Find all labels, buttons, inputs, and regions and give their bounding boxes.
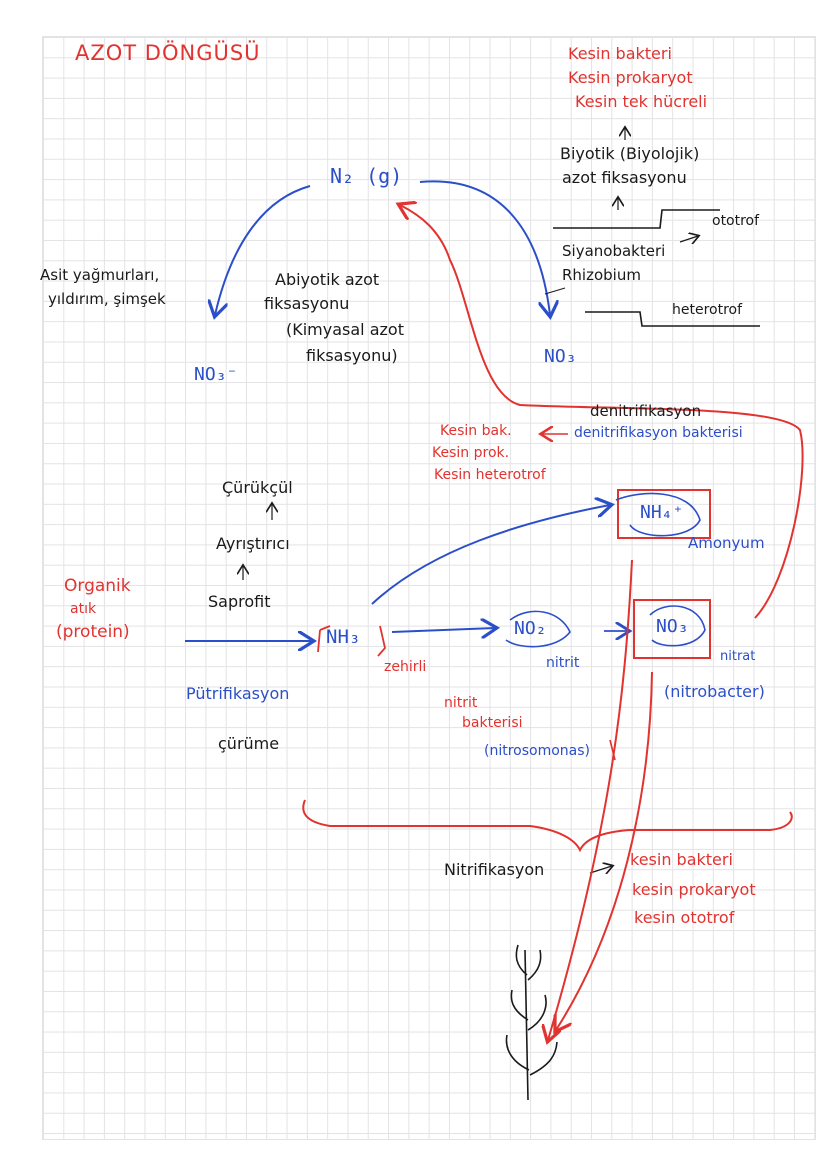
saprofit-label: Saprofit: [208, 592, 271, 611]
ototrof-label: ototrof: [712, 213, 760, 229]
arrow-nh3-to-no2: [391, 628, 495, 632]
nitrobacter-label: (nitrobacter): [664, 682, 765, 701]
curukcul-label: Çürükçül: [222, 478, 293, 497]
no2-label: NO₂: [514, 618, 547, 639]
biyotik-label-1: Biyotik (Biyolojik): [560, 144, 700, 163]
abiyotik-label-4: fiksasyonu): [306, 346, 398, 365]
no3-nitrat-label: NO₃: [656, 616, 689, 637]
top-right-note-3: Kesin tek hücreli: [575, 92, 708, 111]
organik-label-2: atık: [70, 601, 97, 617]
top-right-note-1: Kesin bakteri: [568, 44, 672, 63]
nitrification-brace: [302, 799, 793, 853]
nitrosomonas-label: (nitrosomonas): [484, 743, 590, 759]
asit-label-2: yıldırım, şimşek: [48, 290, 166, 308]
arrow-n2-to-abiotic: [215, 185, 311, 315]
nh3-label: NH₃: [326, 626, 361, 648]
abiyotik-label-1: Abiyotik azot: [275, 270, 380, 289]
curume-label: çürüme: [218, 734, 280, 753]
grid-paper-background: [42, 36, 816, 1140]
page-title: AZOT DÖNGÜSÜ: [75, 41, 261, 65]
asit-label-1: Asit yağmurları,: [40, 266, 160, 284]
denit-note-3: Kesin heterotrof: [434, 467, 546, 483]
denit-note-1: Kesin bak.: [440, 423, 512, 439]
nitrat-label: nitrat: [720, 649, 756, 664]
amonyum-label: Amonyum: [688, 534, 765, 552]
zehirli-label: zehirli: [384, 659, 427, 675]
denitrifikasyon-bakterisi-label: denitrifikasyon bakterisi: [574, 425, 743, 441]
denit-note-2: Kesin prok.: [432, 445, 510, 461]
organik-label-1: Organik: [64, 576, 131, 596]
arrow-denitrification-return: [400, 205, 804, 619]
putrifikasyon-label: Pütrifikasyon: [186, 684, 290, 703]
nitrit-bakterisi-label-1: nitrit: [444, 695, 478, 711]
arrow-n2-to-biotic: [419, 180, 550, 315]
plant-drawing: [505, 944, 558, 1101]
arrow-nh3-to-nh4: [371, 505, 610, 605]
no3-left-label: NO₃⁻: [194, 364, 238, 385]
denitrifikasyon-label: denitrifikasyon: [590, 402, 702, 420]
heterotrof-label: heterotrof: [672, 302, 743, 318]
abiyotik-label-2: fiksasyonu: [264, 294, 350, 313]
nitrif-note-3: kesin ototrof: [634, 908, 735, 927]
siyanobakteri-label: Siyanobakteri: [562, 242, 666, 260]
n2-gas-label: N₂ (g): [330, 164, 403, 188]
nitrifikasyon-label: Nitrifikasyon: [444, 860, 545, 879]
nitrif-note-1: kesin bakteri: [630, 850, 733, 869]
nitrif-note-2: kesin prokaryot: [632, 880, 756, 899]
nitrit-label: nitrit: [546, 655, 580, 671]
rhizobium-label: Rhizobium: [562, 266, 641, 284]
top-right-note-2: Kesin prokaryot: [568, 68, 693, 87]
nh4-label: NH₄⁺: [640, 502, 684, 523]
no3-right-label: NO₃: [544, 346, 577, 367]
biyotik-label-2: azot fiksasyonu: [562, 168, 687, 187]
abiyotik-label-3: (Kimyasal azot: [286, 320, 404, 339]
nitrit-bakterisi-label-2: bakterisi: [462, 715, 523, 731]
organik-label-3: (protein): [56, 622, 130, 642]
ayristirici-label: Ayrıştırıcı: [216, 534, 290, 553]
